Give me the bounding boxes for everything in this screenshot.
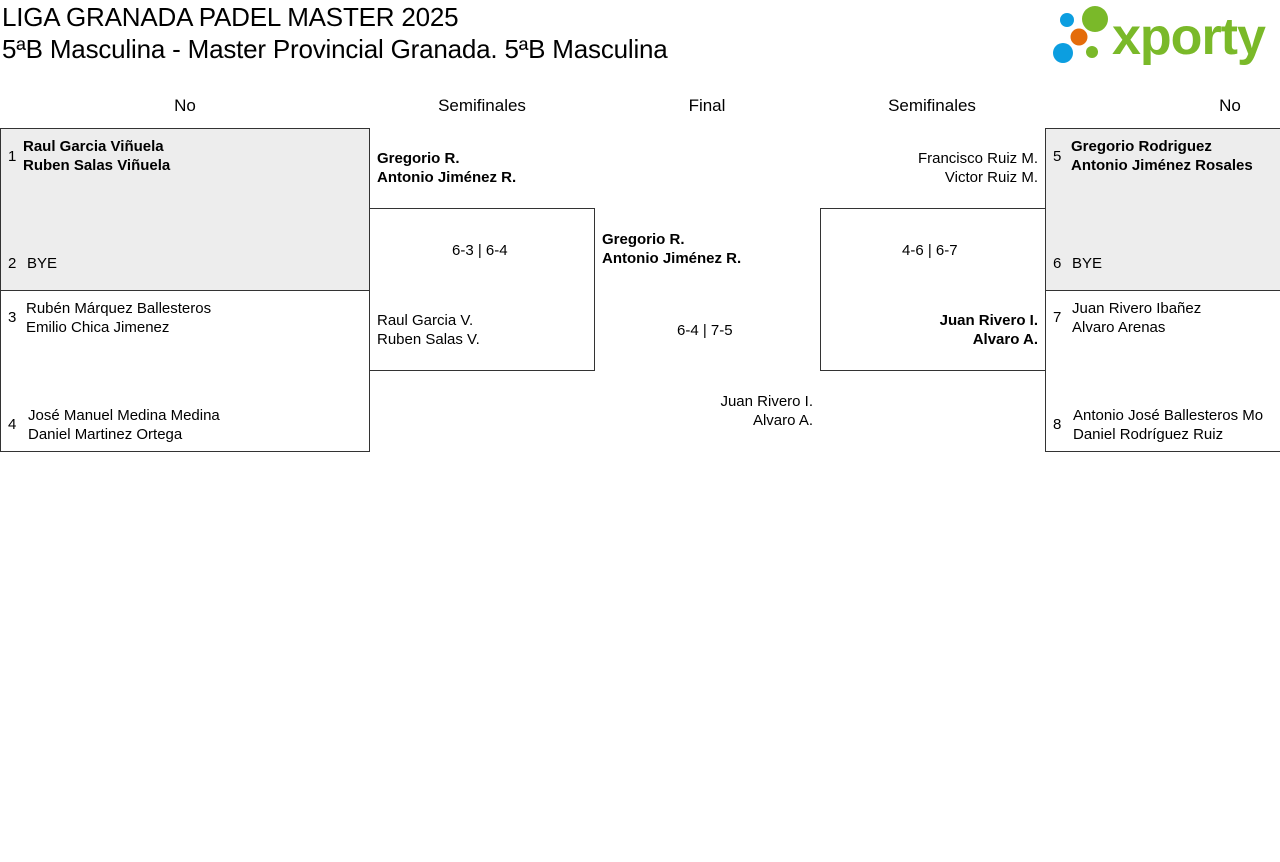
player-name: Antonio José Ballesteros Mo [1073,407,1264,424]
player-name: Rubén Márquez Ballesteros [26,300,212,317]
match-1-2[interactable]: 1 Raul Garcia Viñuela Ruben Salas Viñuel… [0,128,370,291]
column-header-semifinal-left: Semifinales [438,96,526,115]
final-player: Antonio Jiménez R. [602,250,742,267]
player-name: José Manuel Medina Medina [28,407,220,424]
match-7-8[interactable]: 7 Juan Rivero Ibañez Alvaro Arenas 8 Ant… [1045,290,1280,452]
player-name: Ruben Salas Viñuela [23,157,171,174]
match-3-4[interactable]: 3 Rubén Márquez Ballesteros Emilio Chica… [0,290,370,452]
semi-right-player-2: Victor Ruiz M. [944,169,1038,186]
player-name: Daniel Rodríguez Ruiz [1073,426,1224,443]
semifinal-left-match[interactable]: 6-3 | 6-4 Raul Garcia V. Ruben Salas V. [369,208,595,371]
seed: 6 [1053,255,1062,272]
player-name: Daniel Martinez Ortega [28,426,183,443]
tournament-title: LIGA GRANADA PADEL MASTER 2025 [2,2,459,32]
column-header-final: Final [688,96,726,115]
match-score: 6-3 | 6-4 [452,242,508,259]
seed: 1 [8,148,17,165]
seed: 7 [1053,309,1062,326]
semi-left-winner-1: Gregorio R. [377,150,460,167]
player-name: Emilio Chica Jimenez [26,319,170,336]
match-5-6[interactable]: 5 Gregorio Rodriguez Antonio Jiménez Ros… [1045,128,1280,291]
player-name: Gregorio Rodriguez [1071,138,1212,155]
bye-label: BYE [1072,255,1103,272]
seed: 4 [8,416,17,433]
player-name: Alvaro Arenas [1072,319,1166,336]
seed: 5 [1053,148,1062,165]
seed: 3 [8,309,17,326]
player-name: Antonio Jiménez Rosales [1071,157,1253,174]
xporty-logo: xporty [1050,4,1276,66]
final-score: 6-4 | 7-5 [677,322,733,339]
column-header-first-round-right: No [1219,96,1241,115]
category-title: 5ªB Masculina - Master Provincial Granad… [2,34,668,64]
seed: 8 [1053,416,1062,433]
semi-right-player-1: Francisco Ruiz M. [917,150,1038,167]
svg-text:xporty: xporty [1112,8,1266,66]
final-player: Gregorio R. [602,231,685,248]
match-score: 4-6 | 6-7 [902,242,958,259]
bye-label: BYE [27,255,58,272]
player-name: Juan Rivero Ibañez [1072,300,1202,317]
final-player: Juan Rivero I. [720,393,813,410]
player-name: Alvaro A. [972,331,1038,348]
semi-left-winner-2: Antonio Jiménez R. [377,169,517,186]
player-name: Raul Garcia Viñuela [23,138,164,155]
column-header-first-round-left: No [174,96,196,115]
player-name: Ruben Salas V. [377,331,480,348]
seed: 2 [8,255,17,272]
semifinal-right-match[interactable]: 4-6 | 6-7 Juan Rivero I. Alvaro A. [820,208,1046,371]
final-player: Alvaro A. [752,412,813,429]
player-name: Raul Garcia V. [377,312,474,329]
player-name: Juan Rivero I. [939,312,1038,329]
column-header-semifinal-right: Semifinales [888,96,976,115]
